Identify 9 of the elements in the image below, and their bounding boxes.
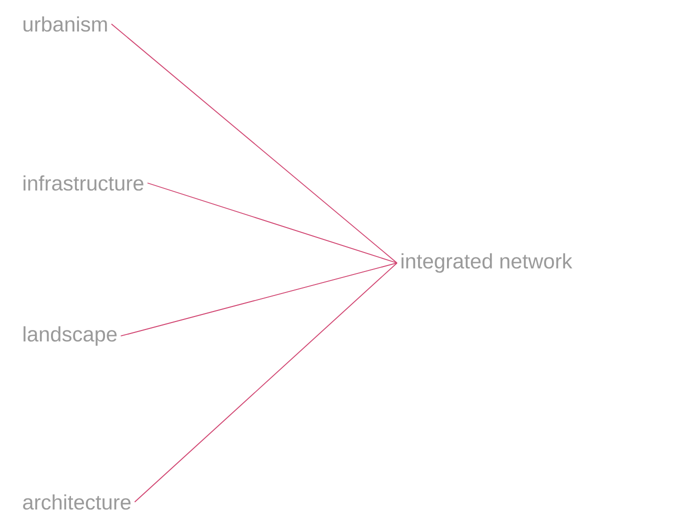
connector-line xyxy=(120,262,398,336)
node-label: architecture xyxy=(23,494,131,510)
connector-line xyxy=(111,24,398,264)
connector-line xyxy=(147,182,398,264)
node-label: landscape xyxy=(24,326,117,346)
node-label: urbanism xyxy=(24,16,107,32)
node-label: infrastructure xyxy=(24,175,144,191)
connector-line xyxy=(134,262,398,502)
node-label: integrated network xyxy=(402,253,572,273)
